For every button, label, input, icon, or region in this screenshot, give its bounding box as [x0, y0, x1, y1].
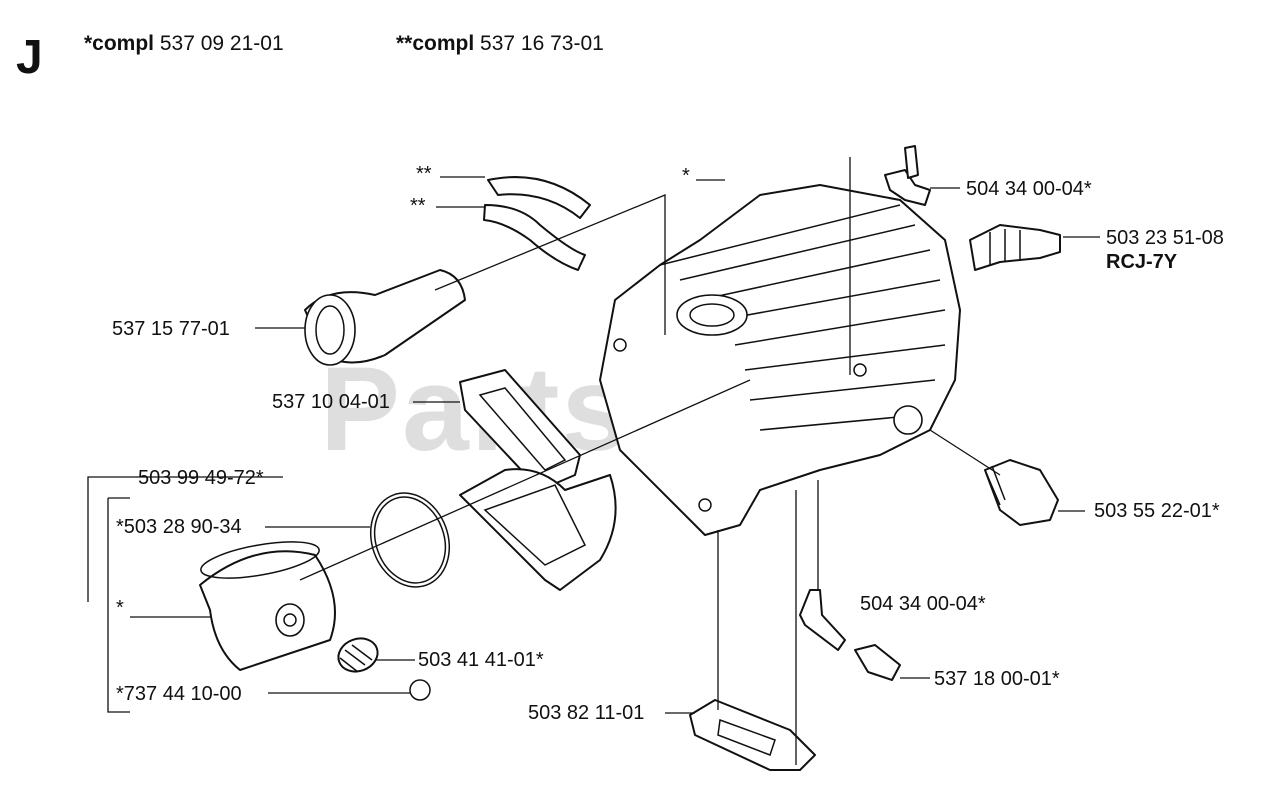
- compl-1-number: 537 09 21-01: [159, 32, 284, 55]
- nipple-top: [884, 145, 931, 206]
- compl-1-prefix: *compl: [84, 32, 155, 55]
- label-nipple-top: 504 34 00-04*: [966, 178, 1092, 200]
- label-wrist-pin-clip: *737 44 10-00: [116, 683, 242, 705]
- intake-clamp: [483, 176, 591, 271]
- label-decomp-valve: 503 55 22-01*: [1094, 500, 1220, 522]
- label-spark-plug: 503 23 51-08: [1106, 227, 1224, 249]
- needle-bearing: [337, 637, 379, 673]
- label-piston-kit: 503 99 49-72*: [138, 467, 264, 489]
- compl-2-prefix: **compl: [396, 32, 475, 55]
- label-spark-plug-type: RCJ-7Y: [1106, 251, 1178, 273]
- label-double-star-b: **: [410, 195, 426, 217]
- impulse-hose: [854, 644, 901, 681]
- piston: [199, 541, 336, 671]
- label-impulse-hose: 537 18 00-01*: [934, 668, 1060, 690]
- decomp-valve: [984, 459, 1059, 526]
- intake-boot: [304, 269, 466, 366]
- compl-kit-2: **compl 537 16 73-01: [396, 32, 604, 56]
- base-gasket: [689, 699, 816, 771]
- label-double-star-a: **: [416, 163, 432, 185]
- section-letter: J: [16, 31, 43, 84]
- label-intake-flange: 537 15 77-01: [112, 318, 230, 340]
- label-star-piston: *: [116, 597, 124, 619]
- heat-shield: [459, 468, 617, 591]
- compl-kit-1: *compl 537 09 21-01: [84, 32, 284, 56]
- intake-gasket: [459, 369, 581, 491]
- nipple-bottom: [799, 589, 846, 651]
- label-gasket-intake: 537 10 04-01: [272, 391, 390, 413]
- spark-plug: [969, 224, 1061, 271]
- cylinder: [599, 184, 961, 536]
- label-needle-bearing: 503 41 41-01*: [418, 649, 544, 671]
- label-nipple-bottom: 504 34 00-04*: [860, 593, 986, 615]
- piston-ring: [369, 492, 451, 588]
- label-base-gasket: 503 82 11-01: [528, 702, 645, 724]
- label-piston-ring: *503 28 90-34: [116, 516, 242, 538]
- leader-lines: [87, 157, 1100, 765]
- label-star-top: *: [682, 165, 690, 187]
- compl-2-number: 537 16 73-01: [480, 32, 604, 55]
- wrist-pin-clip: [409, 679, 431, 701]
